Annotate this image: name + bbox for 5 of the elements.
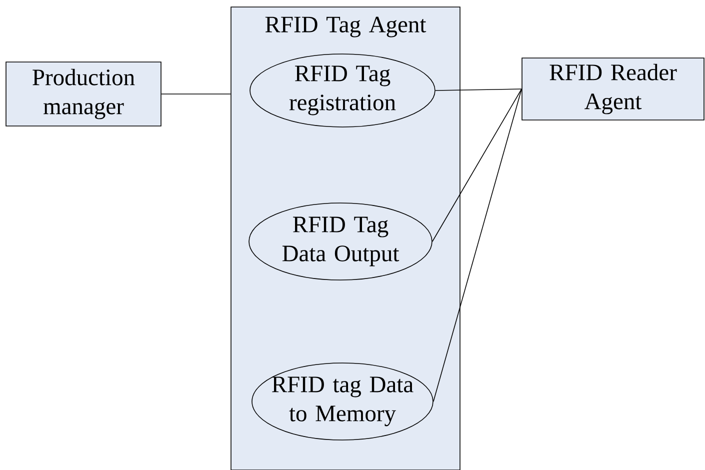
- connector-line: [432, 88, 522, 242]
- connector-line: [435, 88, 522, 91]
- connector-line: [433, 88, 522, 402]
- actor-box: Production manager: [6, 62, 162, 126]
- actor-box: RFID Reader Agent: [522, 58, 704, 120]
